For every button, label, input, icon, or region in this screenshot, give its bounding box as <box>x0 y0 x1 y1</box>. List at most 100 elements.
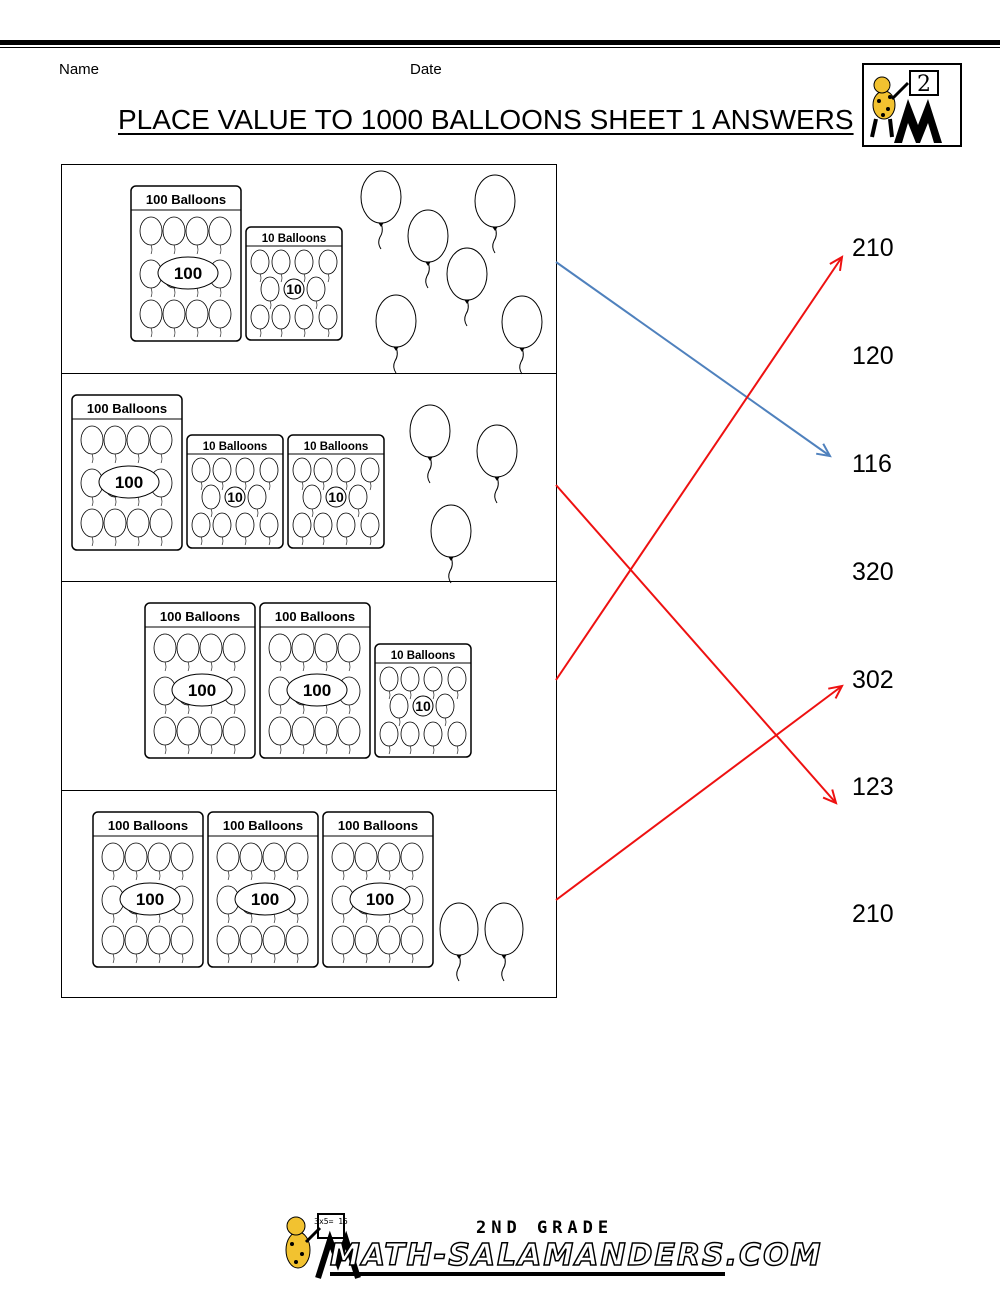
value-oval <box>98 465 160 499</box>
answer-302: 302 <box>852 666 894 694</box>
worksheet-title: PLACE VALUE TO 1000 BALLOONS SHEET 1 ANS… <box>118 104 854 135</box>
hundred-box-value: 100 <box>251 890 279 909</box>
small-balloon <box>306 276 326 310</box>
small-balloon <box>176 716 200 755</box>
small-balloon <box>400 666 420 700</box>
small-balloon <box>212 457 232 491</box>
small-balloon <box>331 925 355 964</box>
small-balloon <box>170 925 194 964</box>
ten-box-value: 10 <box>286 281 302 297</box>
balloon <box>407 209 449 289</box>
small-balloon <box>103 508 127 547</box>
small-balloon <box>400 721 420 755</box>
small-balloon <box>80 425 104 464</box>
match-arrow <box>555 684 844 901</box>
value-oval <box>234 882 296 916</box>
hundred-box-value: 100 <box>366 890 394 909</box>
small-balloon <box>124 842 148 881</box>
balloon <box>484 902 524 982</box>
small-balloon <box>262 925 286 964</box>
small-balloon <box>379 666 399 700</box>
balloon <box>501 295 543 375</box>
small-balloon <box>337 633 361 672</box>
small-balloon <box>199 633 223 672</box>
small-balloon <box>337 716 361 755</box>
small-balloon <box>212 512 232 546</box>
small-balloon <box>101 842 125 881</box>
small-balloon <box>126 508 150 547</box>
small-balloon <box>126 425 150 464</box>
small-balloon <box>377 925 401 964</box>
small-balloon <box>101 925 125 964</box>
hundred-box-title: 100 Balloons <box>87 401 167 416</box>
small-balloon <box>292 512 312 546</box>
hundred-box-title: 100 Balloons <box>146 192 226 207</box>
small-balloon <box>271 249 291 283</box>
small-balloon <box>208 299 232 338</box>
top-rule-thin <box>0 47 1000 48</box>
value-circle <box>412 695 434 717</box>
value-oval <box>349 882 411 916</box>
balloon <box>439 902 479 982</box>
small-balloon <box>147 925 171 964</box>
hundred-box-title: 100 Balloons <box>108 818 188 833</box>
small-balloon <box>360 457 380 491</box>
small-balloon <box>379 721 399 755</box>
footer-site: MATH-SALAMANDERS.COM <box>329 1237 823 1274</box>
small-balloon <box>313 512 333 546</box>
answer-320: 320 <box>852 558 894 586</box>
small-balloon <box>153 716 177 755</box>
ten-box-value: 10 <box>415 698 431 714</box>
small-balloon <box>291 716 315 755</box>
value-oval <box>119 882 181 916</box>
small-balloon <box>208 216 232 255</box>
small-balloon <box>176 633 200 672</box>
ten-box-value: 10 <box>227 489 243 505</box>
small-balloon <box>80 508 104 547</box>
value-circle <box>325 486 347 508</box>
top-rule <box>0 40 1000 45</box>
small-balloon <box>103 425 127 464</box>
small-balloon <box>354 842 378 881</box>
small-balloon <box>260 276 280 310</box>
small-balloon <box>285 842 309 881</box>
small-balloon <box>162 299 186 338</box>
small-balloon <box>162 216 186 255</box>
hundred-box-value: 100 <box>188 681 216 700</box>
small-balloon <box>331 885 355 924</box>
small-balloon <box>302 484 322 518</box>
svg-text:3x5= 15: 3x5= 15 <box>314 1217 348 1226</box>
date-label: Date <box>410 61 442 78</box>
answer-210-a: 210 <box>852 234 894 262</box>
small-balloon <box>294 304 314 338</box>
small-balloon <box>447 721 467 755</box>
small-balloon <box>294 249 314 283</box>
answer-116: 116 <box>852 450 892 478</box>
svg-text:2: 2 <box>917 72 931 97</box>
answer-210-b: 210 <box>852 900 894 928</box>
ten-box-value: 10 <box>328 489 344 505</box>
hundred-box-value: 100 <box>115 473 143 492</box>
small-balloon <box>216 925 240 964</box>
value-circle <box>224 486 246 508</box>
small-balloon <box>259 457 279 491</box>
small-balloon <box>250 249 270 283</box>
small-balloon <box>185 216 209 255</box>
small-balloon <box>139 299 163 338</box>
small-balloon <box>235 457 255 491</box>
small-balloon <box>318 249 338 283</box>
balloon <box>430 504 472 584</box>
hundred-balloons-box: 100 Balloons 100 <box>71 394 183 551</box>
row-divider <box>61 790 557 791</box>
small-balloon <box>400 842 424 881</box>
